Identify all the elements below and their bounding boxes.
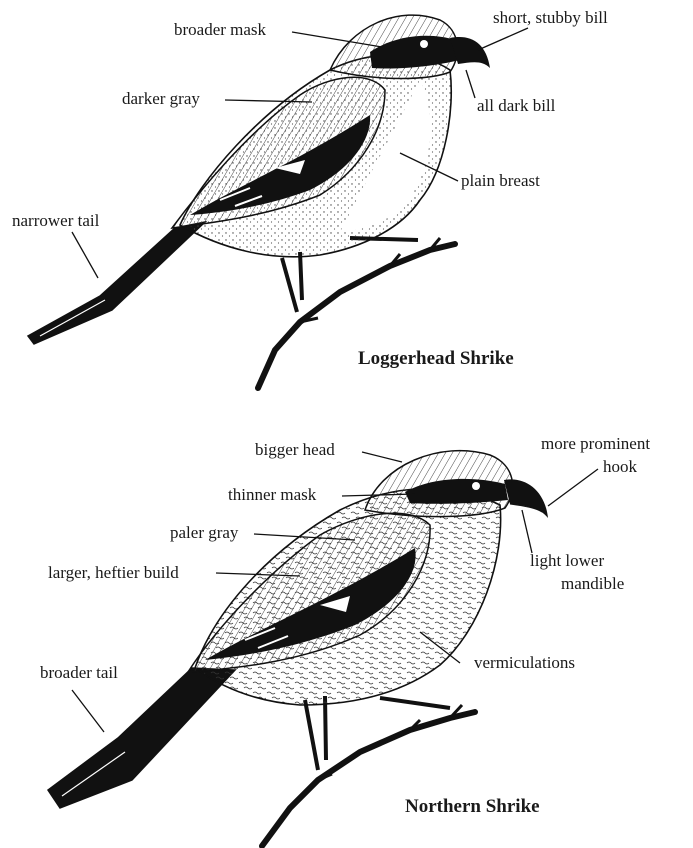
leader-light-lower-mandible	[522, 510, 532, 553]
label-all-dark-bill: all dark bill	[477, 96, 555, 116]
label-hook: hook	[603, 457, 637, 477]
loggerhead-shrike-title: Loggerhead Shrike	[358, 348, 514, 370]
label-darker-gray: darker gray	[122, 89, 200, 109]
label-narrower-tail: narrower tail	[12, 211, 99, 231]
northern-branch	[262, 712, 475, 846]
northern-shrike-drawing	[48, 451, 598, 846]
leader-narrower-tail	[72, 232, 98, 278]
label-mandible: mandible	[561, 574, 624, 594]
label-thinner-mask: thinner mask	[228, 485, 316, 505]
label-plain-breast: plain breast	[461, 171, 540, 191]
label-light-lower: light lower	[530, 551, 604, 571]
leader-all-dark-bill	[466, 70, 475, 98]
leader-broader-tail	[72, 690, 104, 732]
label-broader-mask: broader mask	[174, 20, 266, 40]
label-broader-tail: broader tail	[40, 663, 118, 683]
label-more-prominent: more prominent	[541, 434, 650, 454]
loggerhead-tail	[28, 222, 205, 344]
label-paler-gray: paler gray	[170, 523, 238, 543]
loggerhead-shrike-drawing	[28, 15, 528, 388]
label-short-bill: short, stubby bill	[493, 8, 608, 28]
label-bigger-head: bigger head	[255, 440, 335, 460]
leader-bigger-head	[362, 452, 402, 462]
leader-more-prominent-hook	[548, 469, 598, 506]
label-larger-build: larger, heftier build	[48, 563, 179, 583]
label-vermiculations: vermiculations	[474, 653, 575, 673]
leader-short-bill	[478, 28, 528, 50]
northern-tail	[48, 668, 235, 808]
loggerhead-bill	[450, 37, 490, 68]
northern-shrike-title: Northern Shrike	[405, 796, 540, 818]
